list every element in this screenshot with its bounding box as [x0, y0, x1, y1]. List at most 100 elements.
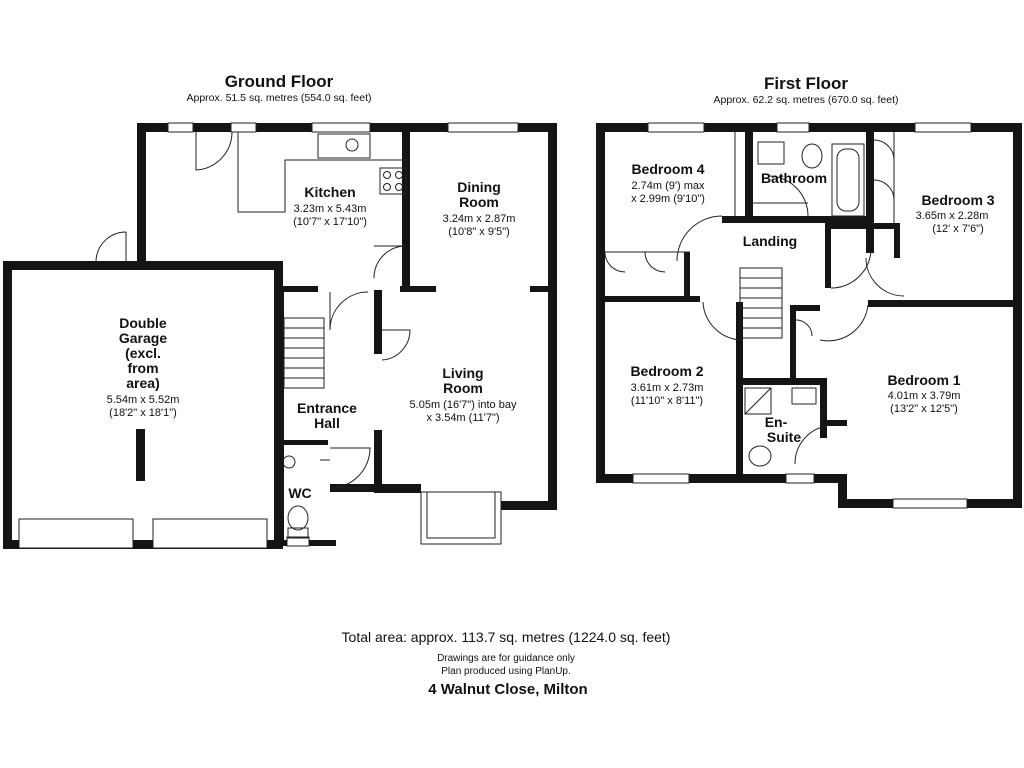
wall: [374, 484, 421, 493]
sink-bowl: [345, 138, 359, 152]
garage-dims-imperial: (18'2" x 18'1"): [109, 407, 177, 419]
garage-label-2: Garage: [119, 330, 167, 346]
bedroom4-label: Bedroom 4: [631, 161, 704, 177]
wall: [820, 378, 827, 438]
landing-label: Landing: [743, 233, 797, 249]
guidance-note: Drawings are for guidance only: [437, 653, 575, 664]
wall: [790, 305, 796, 380]
garage-door: [18, 518, 134, 549]
bed3-wardrobe: [873, 139, 895, 201]
garage-door: [152, 518, 268, 549]
first-floor-plan: First Floor Approx. 62.2 sq. metres (670…: [596, 74, 1022, 509]
wall: [3, 261, 12, 549]
wall: [548, 123, 557, 510]
wall: [1013, 123, 1022, 508]
living-dims-2: x 3.54m (11'7"): [426, 412, 499, 424]
wall: [278, 286, 318, 292]
kitchen-dims-imperial: (10'7" x 17'10"): [293, 216, 367, 228]
garage-label-1: Double: [119, 315, 167, 331]
hob-ring: [383, 171, 391, 179]
dining-label-2: Room: [459, 194, 499, 210]
ensuite-door: [794, 425, 828, 465]
dining-door: [373, 245, 407, 279]
ensuite-label-1: En-: [765, 414, 788, 430]
bathroom-basin: [757, 141, 785, 165]
sink: [317, 133, 371, 159]
wall: [838, 474, 847, 508]
stairs: [739, 267, 783, 339]
wall: [736, 302, 743, 482]
garage-label-5: area): [126, 375, 159, 391]
wall: [790, 305, 820, 311]
wc-basin: [282, 455, 296, 469]
bedroom1-dims-2: (13'2" x 12'5"): [890, 403, 958, 415]
front-door: [329, 447, 371, 489]
dining-dims-metric: 3.24m x 2.87m: [443, 213, 516, 225]
window: [647, 122, 705, 133]
bedroom2-dims-2: (11'10" x 8'11"): [631, 395, 703, 407]
wc-cistern: [287, 527, 309, 539]
bathroom-toilet: [801, 143, 823, 169]
ensuite-basin: [791, 387, 817, 405]
window: [447, 122, 519, 133]
wc-label: WC: [288, 485, 311, 501]
back-door: [195, 131, 233, 171]
hob-ring: [395, 171, 403, 179]
window: [311, 122, 371, 133]
entrance-label-1: Entrance: [297, 400, 357, 416]
living-dims-1: 5.05m (16'7") into bay: [410, 399, 517, 411]
window: [892, 498, 968, 509]
living-door: [381, 329, 411, 361]
entrance-label-2: Hall: [314, 415, 340, 431]
bedroom4-dims-2: x 2.99m (9'10"): [631, 193, 705, 205]
kitchen-door: [329, 291, 369, 331]
wall: [868, 300, 1022, 307]
wall: [374, 290, 382, 354]
bay-window-inner: [426, 491, 496, 539]
living-label-1: Living: [442, 365, 483, 381]
wall: [400, 286, 436, 292]
bed3-door-swing: [865, 257, 905, 297]
window: [167, 122, 194, 133]
ensuite-toilet: [748, 445, 772, 467]
wall: [866, 123, 874, 253]
wall: [278, 440, 328, 445]
kitchen-label: Kitchen: [304, 184, 355, 200]
wall: [596, 474, 846, 483]
wall: [500, 501, 557, 510]
wall: [684, 252, 690, 302]
window: [286, 536, 310, 547]
bed1-cupboard: [795, 319, 813, 337]
garage-label-3: (excl.: [125, 345, 161, 361]
footer: Total area: approx. 113.7 sq. metres (12…: [342, 629, 671, 698]
bed2-door: [702, 301, 744, 341]
hob-ring: [395, 183, 403, 191]
window: [230, 122, 257, 133]
bedroom2-dims-1: 3.61m x 2.73m: [631, 382, 704, 394]
garage-label-4: from: [127, 360, 158, 376]
wc-toilet: [287, 505, 309, 531]
garage-post: [136, 429, 145, 481]
window: [776, 122, 810, 133]
kitchen-dims-metric: 3.23m x 5.43m: [294, 203, 367, 215]
wall: [274, 261, 283, 549]
ground-floor-area: Approx. 51.5 sq. metres (554.0 sq. feet): [186, 92, 371, 104]
dining-label-1: Dining: [457, 179, 501, 195]
bath-inner: [836, 148, 860, 212]
wall: [137, 123, 146, 268]
bedroom1-label: Bedroom 1: [887, 372, 960, 388]
ensuite-label-2: Suite: [767, 429, 801, 445]
bedroom2-label: Bedroom 2: [630, 363, 703, 379]
hob-ring: [383, 183, 391, 191]
bed4-door: [676, 215, 723, 262]
bathroom-door: [767, 175, 809, 217]
garage-dims-metric: 5.54m x 5.52m: [107, 394, 180, 406]
wall: [745, 123, 753, 221]
bedroom3-dims-1: 3.65m x 2.28m: [916, 210, 989, 222]
property-address: 4 Walnut Close, Milton: [428, 681, 587, 698]
shower: [744, 387, 772, 415]
ground-floor-plan: Ground Floor Approx. 51.5 sq. metres (55…: [3, 72, 557, 549]
wall: [825, 223, 900, 229]
bedroom3-dims-2: (12' x 7'6"): [932, 223, 984, 235]
